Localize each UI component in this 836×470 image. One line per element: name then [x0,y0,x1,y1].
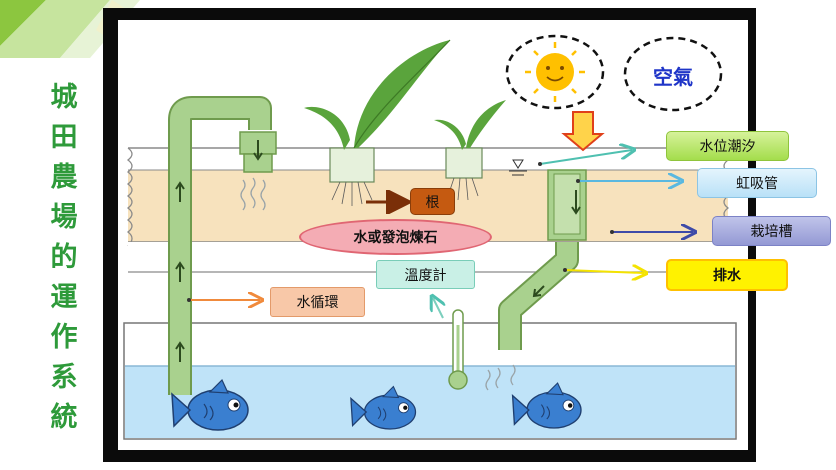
title-char: 的 [50,242,78,273]
title-char: 作 [50,322,78,353]
title-char: 農 [50,162,78,193]
title-char: 運 [50,282,78,313]
plant-large [304,39,451,206]
air-bubble [623,36,723,112]
aquaponics-diagram [118,20,748,450]
water-level-marker [509,159,527,176]
water-pipe [168,96,277,395]
sun-icon [505,34,605,110]
siphon-pipe [498,169,587,350]
fish-icon [171,378,249,431]
down-arrow-icon [561,111,605,152]
media-label: 水或發泡煉石 [299,219,492,255]
title-char: 系 [50,362,78,393]
title-char: 城 [50,82,78,113]
title-char: 場 [50,202,78,233]
drain-label: 排水 [666,259,788,291]
title-char: 田 [50,122,78,153]
siphon-label: 虹吸管 [697,168,817,198]
title-char: 統 [50,402,78,433]
water-cycle-label: 水循環 [270,287,365,317]
fish-icon [511,382,582,429]
thermometer-icon [448,309,468,390]
thermometer-label: 溫度計 [376,260,475,289]
vertical-title: 城 田 農 場 的 運 作 系 統 [44,78,84,438]
air-label: 空氣 [653,65,693,89]
water-tide-label: 水位潮汐 [666,131,789,161]
plant-small [434,100,506,201]
water-ripples [240,177,516,391]
root-label: 根 [410,188,455,215]
fish-icon [350,385,417,430]
fish-tank [123,322,737,440]
grow-bed-label: 栽培槽 [712,216,831,246]
